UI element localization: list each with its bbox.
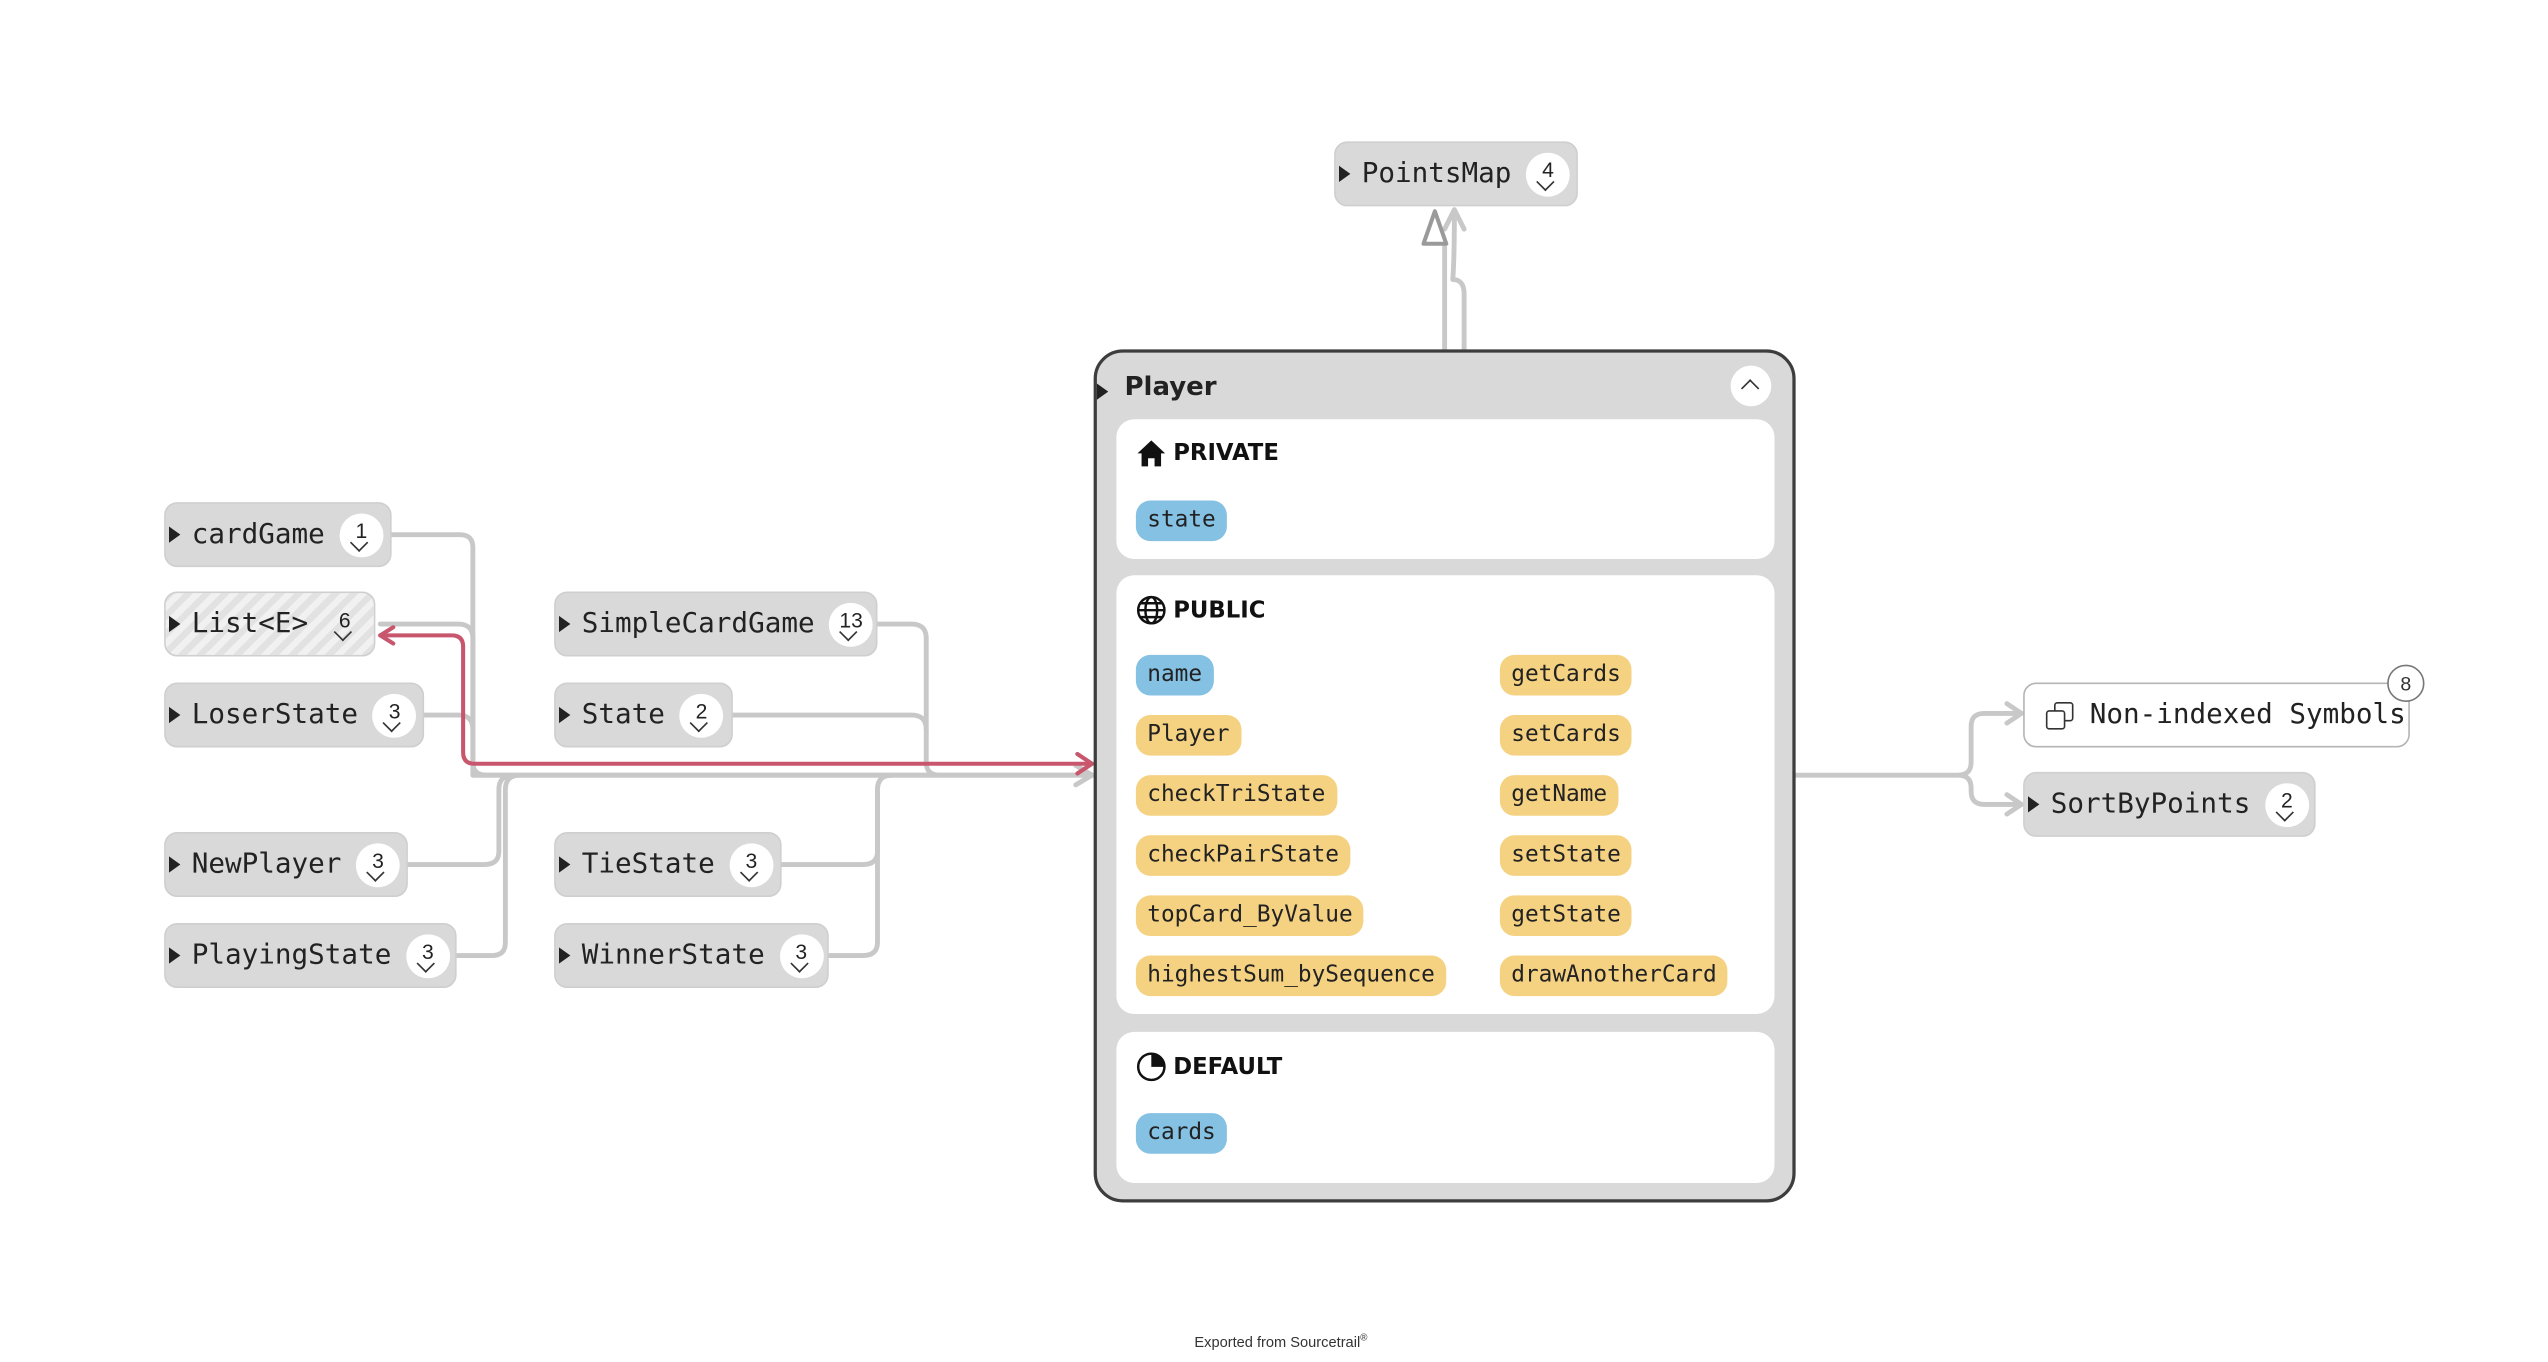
section-header: PRIVATE bbox=[1136, 439, 1279, 468]
section-default: DEFAULT cards bbox=[1116, 1031, 1775, 1183]
member-checkpairstate[interactable]: checkPairState bbox=[1135, 835, 1351, 876]
node-tiestate[interactable]: TieState 3 bbox=[554, 832, 782, 897]
bundle-icon bbox=[2044, 700, 2074, 730]
count-badge[interactable]: 3 bbox=[405, 933, 450, 978]
edge-state bbox=[730, 712, 929, 733]
expand-icon[interactable] bbox=[559, 856, 571, 873]
node-list-e[interactable]: List<E> 6 bbox=[164, 591, 376, 657]
node-label: PlayingState bbox=[191, 939, 392, 972]
member-drawanothercard[interactable]: drawAnotherCard bbox=[1499, 955, 1729, 997]
expand-icon[interactable] bbox=[169, 526, 181, 543]
count-badge[interactable]: 8 bbox=[2387, 664, 2425, 702]
edge-highlight-list bbox=[378, 633, 1095, 766]
expand-icon[interactable] bbox=[169, 615, 181, 633]
count-badge[interactable]: 4 bbox=[1526, 151, 1570, 196]
edge-highlight-arrow-right bbox=[1075, 751, 1095, 776]
node-label: cardGame bbox=[191, 518, 325, 551]
inheritance-triangle bbox=[1421, 209, 1449, 246]
member-getstate[interactable]: getState bbox=[1499, 895, 1633, 936]
section-private: PRIVATE state bbox=[1116, 419, 1775, 559]
node-loserstate[interactable]: LoserState 3 bbox=[164, 682, 425, 748]
node-label: PointsMap bbox=[1361, 157, 1512, 191]
member-cards[interactable]: cards bbox=[1135, 1113, 1228, 1154]
expand-icon[interactable] bbox=[1096, 383, 1109, 400]
node-cardgame[interactable]: cardGame 1 bbox=[164, 502, 392, 568]
member-getname[interactable]: getName bbox=[1499, 775, 1619, 816]
globe-icon bbox=[1136, 595, 1166, 625]
member-topcard-byvalue[interactable]: topCard_ByValue bbox=[1135, 895, 1365, 936]
count-badge[interactable]: 3 bbox=[729, 842, 774, 887]
count-badge[interactable]: 3 bbox=[779, 933, 824, 978]
count-badge[interactable]: 6 bbox=[323, 602, 367, 646]
node-state[interactable]: State 2 bbox=[554, 682, 733, 748]
member-name[interactable]: name bbox=[1135, 654, 1214, 696]
section-header: DEFAULT bbox=[1136, 1051, 1282, 1082]
expand-icon[interactable] bbox=[1339, 165, 1351, 182]
edge-to-sortbypoints bbox=[1955, 772, 2023, 807]
expand-icon[interactable] bbox=[2028, 796, 2040, 813]
expand-icon[interactable] bbox=[169, 706, 181, 724]
node-label: SortByPoints bbox=[2050, 788, 2251, 821]
node-non-indexed-symbols[interactable]: Non-indexed Symbols 8 bbox=[2023, 664, 2425, 748]
member-setstate[interactable]: setState bbox=[1499, 835, 1633, 876]
pie-icon bbox=[1136, 1052, 1166, 1082]
node-sortbypoints[interactable]: SortByPoints 2 bbox=[2023, 771, 2316, 837]
player-title[interactable]: Player bbox=[1124, 370, 1217, 402]
edge-highlight-arrow-left bbox=[378, 625, 396, 646]
expand-icon[interactable] bbox=[559, 615, 571, 633]
collapse-button[interactable] bbox=[1730, 365, 1772, 407]
count-badge[interactable]: 13 bbox=[829, 602, 874, 646]
expand-icon[interactable] bbox=[559, 706, 571, 724]
expand-icon[interactable] bbox=[169, 856, 181, 873]
registered-mark: ® bbox=[1360, 1334, 1368, 1344]
count-badge[interactable]: 1 bbox=[339, 512, 384, 557]
count-badge[interactable]: 2 bbox=[2264, 782, 2309, 827]
node-label: State bbox=[581, 698, 665, 732]
member-setcards[interactable]: setCards bbox=[1499, 715, 1633, 756]
section-public: PUBLIC name Player checkTriState checkPa… bbox=[1116, 575, 1775, 1014]
export-footer: Exported from Sourcetrail® bbox=[1194, 1334, 1368, 1351]
count-badge[interactable]: 3 bbox=[372, 693, 417, 737]
edge-right-trunk bbox=[1793, 710, 2023, 778]
member-checktristate[interactable]: checkTriState bbox=[1135, 775, 1337, 816]
node-winnerstate[interactable]: WinnerState 3 bbox=[554, 923, 829, 988]
edge-simplecardgame bbox=[875, 621, 942, 778]
node-label: WinnerState bbox=[581, 939, 765, 972]
node-label: TieState bbox=[581, 848, 715, 881]
node-label: Non-indexed Symbols bbox=[2089, 698, 2406, 732]
node-label: SimpleCardGame bbox=[581, 607, 815, 641]
node-newplayer[interactable]: NewPlayer 3 bbox=[164, 832, 408, 897]
edge-arrowhead-sortbypoints bbox=[2004, 792, 2024, 817]
home-icon bbox=[1137, 440, 1166, 467]
node-label: NewPlayer bbox=[191, 848, 342, 881]
node-label: LoserState bbox=[191, 698, 359, 732]
edge-use-pointsmap bbox=[1450, 208, 1467, 352]
node-simplecardgame[interactable]: SimpleCardGame 13 bbox=[554, 591, 878, 657]
edge-list-gray bbox=[377, 621, 476, 778]
member-state[interactable]: state bbox=[1135, 500, 1228, 542]
count-badge[interactable]: 3 bbox=[356, 842, 400, 887]
node-player-expanded[interactable]: Player PRIVATE state PUBLIC name Player … bbox=[1093, 349, 1796, 1203]
section-header: PUBLIC bbox=[1136, 595, 1265, 626]
edge-loserstate bbox=[421, 712, 476, 733]
node-playingstate[interactable]: PlayingState 3 bbox=[164, 923, 457, 988]
edge-arrowhead-nonindexed bbox=[2004, 701, 2024, 726]
count-badge[interactable]: 2 bbox=[679, 693, 724, 737]
member-getcards[interactable]: getCards bbox=[1499, 654, 1633, 696]
member-player[interactable]: Player bbox=[1135, 715, 1241, 756]
member-highestsum-bysequence[interactable]: highestSum_bySequence bbox=[1135, 955, 1447, 997]
expand-icon[interactable] bbox=[169, 947, 181, 964]
node-label: List<E> bbox=[191, 607, 309, 641]
expand-icon[interactable] bbox=[559, 947, 571, 964]
node-pointsmap[interactable]: PointsMap 4 bbox=[1334, 141, 1578, 207]
edge-newplayer bbox=[405, 772, 516, 867]
edge-arrowhead-use bbox=[1442, 207, 1467, 232]
